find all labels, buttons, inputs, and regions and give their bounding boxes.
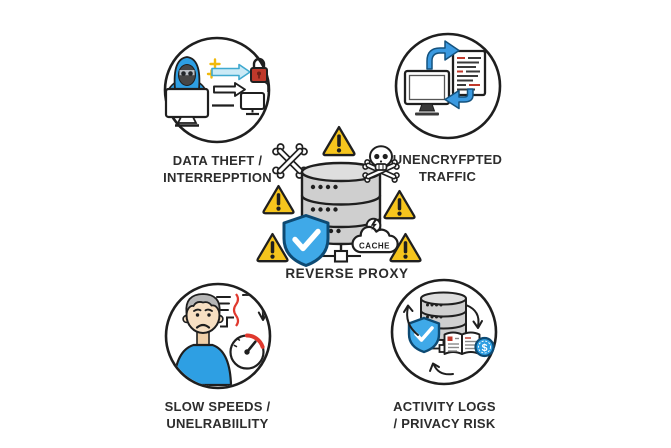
upload-arrow-icon <box>426 40 460 70</box>
log-book-icon <box>443 331 481 355</box>
activity-logs-icon: $ <box>390 278 498 386</box>
warning-triangle-icon <box>321 125 357 157</box>
label-slow-speeds: SLOW SPEEDS /UNELRABIILITY <box>130 399 305 432</box>
label-data-theft: DATA THEFT /INTERREPPTION <box>130 153 305 186</box>
label-line: INTERREPPTION <box>163 169 272 185</box>
data-flow-arrow-icon <box>211 63 251 81</box>
transfer-arrow-icon <box>213 82 246 97</box>
dollar-coin-icon: $ <box>474 336 495 358</box>
lightning-bolt-icon <box>370 219 378 231</box>
slow-speeds-icon <box>164 282 272 390</box>
label-line: SLOW SPEEDS / <box>164 399 271 414</box>
cache-label: CACHE <box>359 242 390 251</box>
label-activity-logs: ACTIVITY LOGS/ PRIVACY RISK <box>357 399 532 432</box>
label-line: UNELRABIILITY <box>166 415 269 431</box>
lag-dashes <box>216 296 231 311</box>
speedometer-icon <box>229 333 265 370</box>
sad-user-icon <box>172 293 233 387</box>
mini-shield-check-icon <box>407 316 441 354</box>
cycle-arrows-icon <box>403 304 483 376</box>
download-arrow-icon <box>444 88 474 110</box>
monitor-icon <box>403 69 451 116</box>
label-line: / PRIVACY RISK <box>393 415 496 431</box>
badge-data-theft <box>162 35 272 145</box>
reverse-proxy-title: REVERSE PROXY <box>285 266 409 281</box>
data-theft-icon <box>163 36 271 144</box>
cache-cloud-icon: CACHE <box>351 217 399 254</box>
mini-server-stack-icon <box>420 291 467 353</box>
target-monitor-icon <box>239 91 266 116</box>
label-line: UNENCRYFPTED <box>392 152 503 167</box>
step-line <box>220 316 234 328</box>
label-line: DATA THEFT / <box>172 153 263 168</box>
label-line: TRAFFIC <box>418 168 477 184</box>
unencrypted-traffic-icon <box>394 32 502 140</box>
badge-unencrypted-traffic <box>393 31 503 141</box>
label-line: ACTIVITY LOGS <box>393 399 496 414</box>
latency-squiggle <box>232 293 240 327</box>
hacker-monitor-icon <box>164 87 210 127</box>
warning-triangle-icon <box>382 189 417 220</box>
reverse-proxy-illustration: CACHE <box>255 125 423 267</box>
connector-wire <box>264 81 269 92</box>
skull-crossbones-icon <box>362 145 400 183</box>
badge-slow-speeds <box>163 281 273 391</box>
shield-check-icon <box>282 214 330 267</box>
warning-triangle-icon <box>261 184 296 215</box>
badge-activity-logs: $ <box>389 277 499 387</box>
dollar-sign: $ <box>482 342 488 354</box>
padlock-icon <box>250 57 268 83</box>
